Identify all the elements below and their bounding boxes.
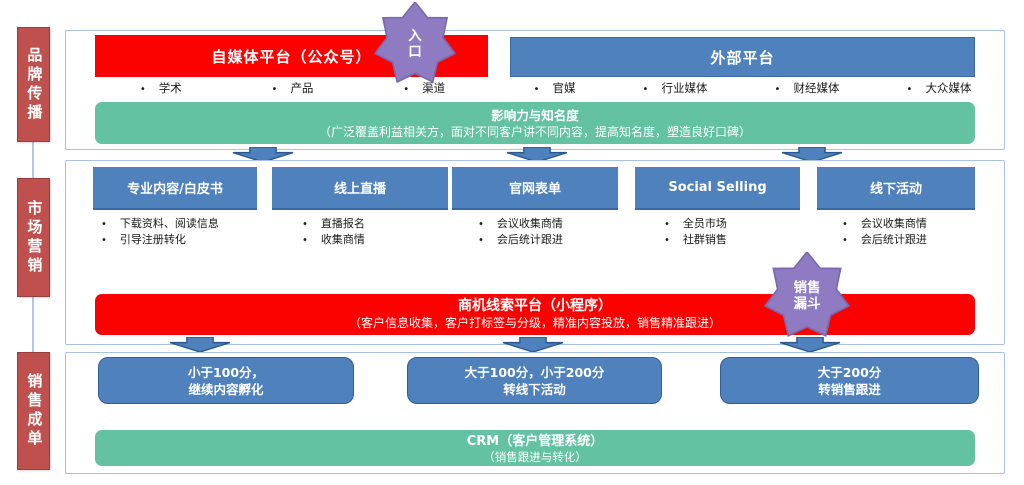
segment-over-200: 大于200分 转销售跟进 [720,357,979,404]
stage-label-marketing: 市场营销 [17,178,50,297]
starburst-icon [374,2,456,84]
crm-banner: CRM（客户管理系统） （销售跟进与转化） [95,430,975,466]
channel-title: 线下活动 [869,182,922,197]
influence-banner-subtitle: （广泛覆盖利益相关方，面对不同客户讲不同内容，提高知名度，塑造良好口碑） [318,124,751,139]
segment-line2: 继续内容孵化 [188,381,264,397]
segment-100-200: 大于100分，小于200分 转线下活动 [407,357,662,404]
bullet-item: 产品 [272,80,313,96]
segment-line1: 大于100分，小于200分 [464,364,605,380]
segment-line1: 大于200分 [817,364,882,380]
sales-funnel-badge: 销售 漏斗 [764,252,850,340]
lead-platform-subtitle: （客户信息收集，客户打标签与分级，精准内容投放，销售精准跟进） [348,316,721,330]
segment-under-100: 小于100分， 继续内容孵化 [98,357,354,404]
channel-offline-event: 线下活动 [817,167,975,210]
crm-banner-title: CRM（客户管理系统） [466,433,604,449]
crm-banner-subtitle: （销售跟进与转化） [483,449,587,464]
bullet-item: 引导注册转化 [101,232,271,248]
bullet-item: 直播报名 [302,216,452,232]
stage-label-text: 销售成单 [25,373,44,449]
stage-label-text: 市场营销 [25,199,44,276]
external-platform-bullets: 官媒 行业媒体 财经媒体 大众媒体 [500,80,1005,96]
bullet-item: 会后统计跟进 [842,232,992,248]
lead-platform-title: 商机线索平台（小程序） [458,298,612,314]
channel-web-form: 官网表单 [452,167,618,210]
entry-badge-label: 入 口 [408,28,422,60]
bullet-item: 会议收集商情 [478,216,628,232]
channel-title: 专业内容/白皮书 [127,182,223,197]
bullet-item: 下载资料、阅读信息 [101,216,271,232]
down-arrow-icon [505,146,569,163]
channel-title: 官网表单 [508,182,561,197]
stage-label-sales: 销售成单 [17,352,50,470]
bullet-item: 渠道 [403,80,445,96]
external-platform-bar: 外部平台 [510,37,975,77]
bullet-item: 财经媒体 [775,80,839,96]
channel-whitepaper-bullets: 下载资料、阅读信息 引导注册转化 [101,216,271,248]
stage-label-brand: 品牌传播 [17,27,50,142]
channel-social-selling: Social Selling [635,167,800,210]
stage-label-text: 品牌传播 [25,46,44,123]
down-arrow-icon [231,146,295,163]
down-arrow-icon [780,146,844,163]
bullet-item: 大众媒体 [907,80,971,96]
down-arrow-icon [501,336,565,353]
bullet-item: 学术 [140,80,182,96]
entry-badge: 入 口 [374,2,456,86]
starburst-icon [764,252,850,337]
segment-line2: 转销售跟进 [818,381,881,397]
bullet-item: 行业媒体 [643,80,707,96]
channel-offline-event-bullets: 会议收集商情 会后统计跟进 [842,216,992,248]
down-arrow-icon [778,336,842,353]
influence-banner: 影响力与知名度 （广泛覆盖利益相关方，面对不同客户讲不同内容，提高知名度，塑造良… [95,102,975,144]
sales-funnel-badge-label: 销售 漏斗 [793,280,821,312]
bullet-item: 会议收集商情 [842,216,992,232]
segment-line2: 转线下活动 [503,381,566,397]
external-platform-title: 外部平台 [710,48,775,67]
bullet-item: 会后统计跟进 [478,232,628,248]
bullet-item: 社群销售 [664,232,804,248]
channel-whitepaper: 专业内容/白皮书 [93,167,257,210]
segment-line1: 小于100分， [187,364,265,380]
channel-social-selling-bullets: 全员市场 社群销售 [664,216,804,248]
channel-title: 线上直播 [333,182,386,197]
influence-banner-title: 影响力与知名度 [491,107,579,123]
own-media-bullets: 学术 产品 渠道 [95,80,490,96]
own-media-platform-title: 自媒体平台（公众号） [211,47,372,66]
channel-web-form-bullets: 会议收集商情 会后统计跟进 [478,216,628,248]
bullet-item: 全员市场 [664,216,804,232]
down-arrow-icon [168,336,232,353]
channel-title: Social Selling [668,180,767,195]
channel-live-stream-bullets: 直播报名 收集商情 [302,216,452,248]
channel-live-stream: 线上直播 [272,167,448,210]
bullet-item: 官媒 [534,80,575,96]
bullet-item: 收集商情 [302,232,452,248]
